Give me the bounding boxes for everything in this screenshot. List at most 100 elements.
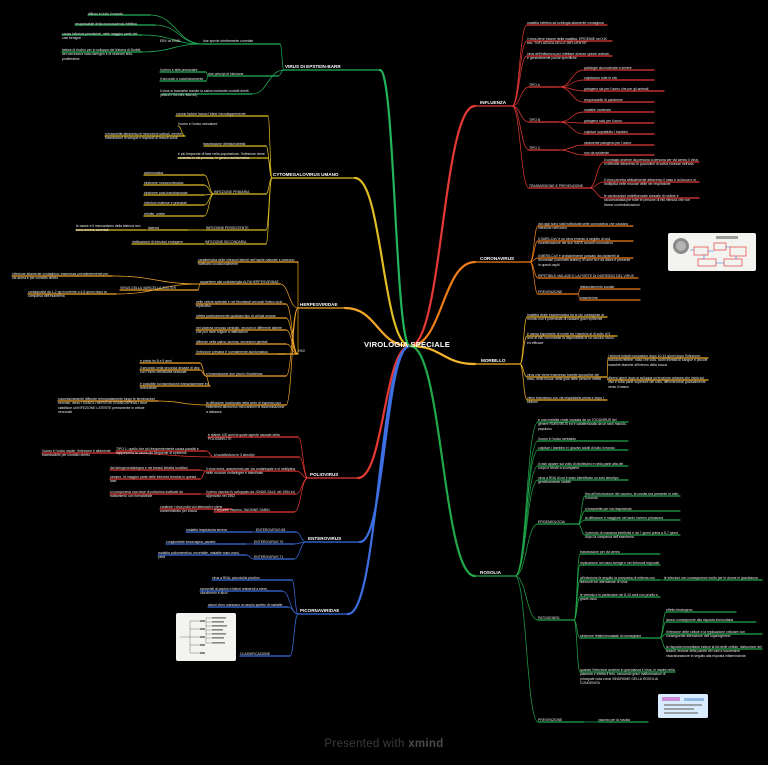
node[interactable]: è stabile 100 anni fa quale agente causa… [208, 433, 280, 442]
node[interactable]: PATOGENESI [538, 616, 560, 620]
node[interactable]: si componeva una dose di poliovirus inat… [110, 490, 183, 499]
node[interactable]: colpisce i bambini e i giovani adulti di… [538, 446, 615, 450]
node[interactable]: dal oggi sono stati individuati sette co… [538, 222, 629, 231]
node[interactable]: è causa importante di morte tra i bambin… [527, 332, 615, 345]
node[interactable]: è possibile la trasmissione transplacent… [140, 382, 209, 391]
node[interactable]: infezione altamente contagiosa; trasmess… [12, 272, 109, 281]
node[interactable]: virus che viene trasmesso tramite goccio… [527, 373, 602, 382]
node[interactable]: colpiscono tutte le età [584, 76, 617, 80]
node[interactable]: diffonde nella saliva, lacrima, secrezio… [196, 340, 268, 344]
node[interactable]: effetto teratogeno [666, 608, 693, 612]
node[interactable]: TIPO 1: quello che più frequentemente ca… [116, 447, 199, 456]
node[interactable]: appartiene alla sottofamiglia ALFAHERPES… [200, 280, 279, 284]
node[interactable]: virus a RNA, piccolo/da picolino [212, 576, 260, 580]
node[interactable]: CLASSIFICAZIONE [240, 652, 271, 656]
node[interactable]: ENTEROVIRUS 68 [256, 528, 286, 532]
node[interactable]: l'infezione delle cellule e la replicazi… [666, 630, 746, 639]
node[interactable]: malattia virale esantematica tra le più … [527, 313, 604, 322]
node[interactable]: il MERS-CoV è probabilmente passato dai … [538, 254, 631, 267]
node[interactable]: riattivazione di infezioni endogene [132, 240, 184, 244]
node[interactable]: INFEZIONE PRIMARIA [214, 190, 250, 194]
node[interactable]: il virus si trasmette tramite la saliva … [160, 89, 249, 98]
topic-enterovirus[interactable]: ENTEROVIRUS [308, 536, 342, 541]
node[interactable]: sempre, la maggior parte delle infezioni… [110, 475, 197, 484]
node[interactable]: il contagio avviene da persona a persona… [604, 158, 699, 167]
node[interactable]: causa infezioni persistenti, nelle maggi… [62, 32, 138, 41]
node[interactable]: responsabile di pandemie [584, 98, 623, 102]
node[interactable]: virus a RNA di cui è stato identificato … [538, 476, 619, 485]
node[interactable]: il periodo di massima infettività è da 7… [585, 531, 679, 540]
topic-poliovirus[interactable]: POLIOVIRUS [310, 472, 339, 477]
node[interactable]: alcuni virus mancano un ampio spettro di… [208, 603, 283, 607]
node[interactable]: corone tipiche hanno l'intrar microlegge… [176, 112, 246, 116]
node[interactable]: congiuntivite emorragica, paralisi [166, 540, 216, 544]
node[interactable]: malattia respiratoria severa [186, 528, 227, 532]
node[interactable]: ENTEROVIRUS 71 [254, 555, 284, 559]
node[interactable]: fino all'introduzione del vaccino, la ro… [585, 492, 679, 501]
topic-morbillo[interactable]: MORBILLO [481, 358, 506, 363]
node[interactable]: non da epidemie [584, 151, 610, 155]
node[interactable]: l'uomo e l'unico ostruatore [178, 122, 218, 126]
node[interactable]: TIPO B [529, 118, 541, 122]
node[interactable]: RIPETIBILE MALAGE E LA PORTE DI INGRESSO… [538, 274, 634, 278]
node[interactable]: infetta particolarmente qualsiasi tipo d… [196, 314, 276, 318]
node[interactable]: contiene i virus polio vivi attenuati e … [160, 505, 223, 514]
central-topic[interactable]: VIROLOGIA SPECIALE [364, 340, 451, 349]
node[interactable]: TIPO C [529, 146, 541, 150]
node[interactable]: le infezioni con conseguenze molto per l… [664, 576, 758, 580]
node[interactable]: ENTEROVIRUS 70 [254, 540, 284, 544]
node[interactable]: il virus penetra abitualmente attraverso… [604, 178, 696, 187]
node[interactable]: virus dell'influenza può infettare diver… [527, 52, 610, 61]
node[interactable]: caratteristica delle infezioni latenti n… [198, 258, 295, 267]
node[interactable]: VIRUS DELLA VARICELLA-ZOSTER [120, 286, 177, 290]
node[interactable]: si trasmissione due picchi d'incidenza [206, 372, 263, 376]
node[interactable]: è primo hs 8 e 9 anni [140, 359, 172, 363]
node[interactable]: l'infezione primaria è normalmente asint… [196, 350, 268, 354]
node[interactable]: malattia infettiva ad eziologia altament… [527, 21, 604, 25]
node[interactable]: all'infezione fa seguito la comparsa di … [580, 576, 655, 585]
node[interactable]: è una malattia virale causata da un TOGA… [538, 418, 627, 431]
node[interactable]: l'uomo è l'unico serbatoio [538, 437, 577, 441]
node[interactable]: si trasmette per via respiratoria [585, 507, 632, 511]
node[interactable]: il secondo e subclinicamente [160, 77, 204, 81]
node[interactable]: il primo e stile precoclare [160, 68, 198, 72]
topic-coronavirus[interactable]: CORONAVIRUS [480, 256, 515, 261]
node[interactable]: EBV vs EBNL [160, 39, 181, 43]
node[interactable]: contagiosità da 1-2 gg ricorrente a 4-5 … [28, 290, 107, 299]
node[interactable]: patogeno solo per l'uomo [584, 119, 622, 123]
node[interactable]: TIPO A [529, 83, 540, 87]
node[interactable]: malattie moderate [584, 108, 612, 112]
node[interactable]: il secondo vaccino, SACBINE SABIN [214, 508, 270, 512]
topic-rosolia[interactable]: ROSOLIA [480, 570, 501, 575]
node[interactable]: il SARS-CoV è un virus emerso a seguito … [538, 237, 614, 246]
node[interactable]: trasmissione per via aerea [580, 550, 620, 554]
node[interactable]: è più frequente di fase nella popolazion… [178, 152, 265, 161]
node[interactable]: quando l'infezione avviene in gravidanza… [580, 668, 675, 685]
node[interactable]: si suddividono in 3 sierotipi [214, 453, 255, 457]
node[interactable]: il virus entra, assumendo per via orofar… [206, 467, 295, 476]
node[interactable]: patologie da moderate a severe [584, 66, 632, 70]
node[interactable]: patogeno sia per l'uomo che per gli anim… [584, 87, 649, 91]
node[interactable]: la risposta immunitaria induce la lisi d… [666, 645, 762, 658]
node[interactable]: il virus deve essere della malattia: EPI… [527, 37, 607, 46]
node[interactable]: le vaccinazioni antinfluenzale annuale d… [604, 194, 691, 207]
node[interactable]: nelle cellule epiteliali e nei fibroblas… [196, 300, 283, 309]
node[interactable]: INFEZIONE SECONDARIA [205, 240, 247, 244]
node[interactable]: la diffusione localizzata nella sede di … [206, 401, 285, 414]
node[interactable]: fattore di rischio per lo sviluppo del l… [62, 48, 142, 61]
node[interactable]: si trasmette attraverso le secrezioni sa… [105, 132, 182, 141]
node[interactable]: sprovvisti di peplos e fattori resistent… [200, 587, 268, 596]
node[interactable]: il primo vaccino fu sviluppato da JONAS … [206, 490, 295, 499]
node[interactable]: le viremia e in particolare nel 8-10 ann… [580, 593, 659, 602]
topic-picornaviridae[interactable]: PICORNAVIRIDAE [300, 608, 340, 613]
node[interactable]: nel sistema nervoso centrale, neuroni in… [196, 326, 283, 335]
node[interactable]: il secondo nella seconda decade di vita;… [140, 366, 200, 375]
node[interactable]: malattia poliomimetica, encefalite, mala… [158, 551, 240, 560]
topic-cmv[interactable]: CYTOMEGALOVIRUS UMANO [273, 172, 339, 177]
node[interactable]: l'uomo è l'unico ospite: l'infezione è a… [42, 449, 111, 458]
node[interactable]: replicazione nel naso-faringe e nei linf… [580, 561, 659, 565]
node[interactable]: sindrome fetale/neonatale di consegnare [580, 634, 642, 638]
node[interactable]: sindrome post-transfusionale [144, 191, 188, 195]
node[interactable]: colpisce soprattutto i bambini [584, 130, 628, 134]
node[interactable]: distanziamento sociale [580, 285, 615, 289]
